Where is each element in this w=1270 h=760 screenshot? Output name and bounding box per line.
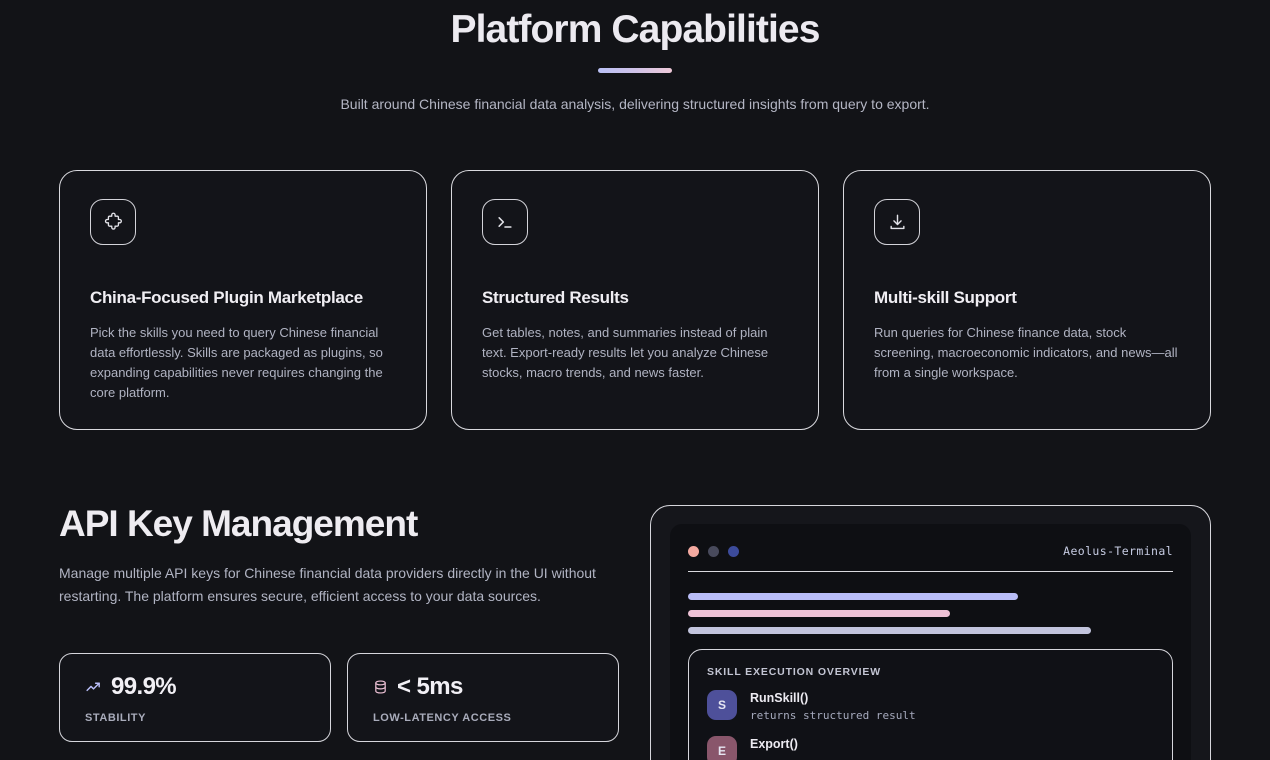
feature-card-title: Multi-skill Support [874, 288, 1017, 307]
skill-execution-panel: SKILL EXECUTION OVERVIEW S RunSkill() re… [688, 649, 1173, 760]
feature-card-title: China-Focused Plugin Marketplace [90, 288, 363, 307]
api-key-management-section: API Key Management Manage multiple API k… [59, 500, 629, 608]
output-bar [688, 593, 1018, 600]
stat-value: 99.9% [111, 673, 177, 700]
terminal-divider [688, 571, 1173, 572]
title-underline-accent [598, 68, 672, 73]
stat-card-stability: 99.9% STABILITY [59, 653, 331, 742]
terminal-title: Aeolus-Terminal [1063, 544, 1173, 558]
skill-function-name: Export() [750, 737, 798, 751]
feature-card-body: Run queries for Chinese finance data, st… [874, 325, 1178, 380]
section-subtitle: Built around Chinese financial data anal… [340, 96, 930, 112]
skill-function-name: RunSkill() [750, 691, 809, 705]
close-dot-icon[interactable] [688, 545, 699, 557]
avatar: S [707, 690, 737, 720]
skill-row-text: RunSkill() returns structured result [750, 690, 916, 724]
stat-card-latency: < 5ms LOW-LATENCY ACCESS [347, 653, 619, 742]
page-title: Platform Capabilities [450, 8, 820, 51]
terminal-titlebar: Aeolus-Terminal [688, 544, 1173, 558]
feature-card-structured-results[interactable]: Structured Results Get tables, notes, an… [451, 170, 819, 430]
terminal-preview-panel: Aeolus-Terminal SKILL EXECUTION OVERVIEW… [650, 505, 1211, 760]
terminal-window: Aeolus-Terminal SKILL EXECUTION OVERVIEW… [670, 524, 1191, 760]
minimize-dot-icon[interactable] [708, 545, 719, 557]
stat-top-row: < 5ms [373, 673, 618, 701]
section-header: Platform Capabilities Built around Chine… [0, 0, 1270, 114]
feature-card-list: China-Focused Plugin Marketplace Pick th… [59, 170, 1211, 430]
download-icon [874, 199, 920, 245]
avatar: E [707, 736, 737, 760]
terminal-output-bars [688, 593, 1173, 634]
stat-label: LOW-LATENCY ACCESS [373, 712, 512, 724]
stat-top-row: 99.9% [85, 673, 330, 701]
feature-card-body: Pick the skills you need to query Chines… [90, 325, 383, 400]
feature-card-plugin-marketplace[interactable]: China-Focused Plugin Marketplace Pick th… [59, 170, 427, 430]
output-bar [688, 610, 950, 617]
stat-value: < 5ms [397, 673, 463, 700]
terminal-prompt-icon [482, 199, 528, 245]
maximize-dot-icon[interactable] [728, 545, 739, 557]
puzzle-piece-icon [90, 199, 136, 245]
feature-card-title: Structured Results [482, 288, 629, 307]
feature-card-multi-skill-support[interactable]: Multi-skill Support Run queries for Chin… [843, 170, 1211, 430]
skill-row-text: Export() [750, 736, 798, 753]
terminal-window-controls [688, 545, 739, 557]
api-section-body: Manage multiple API keys for Chinese fin… [59, 565, 596, 604]
stat-label: STABILITY [85, 712, 146, 724]
api-section-title: API Key Management [59, 503, 418, 544]
stat-card-list: 99.9% STABILITY < 5ms LOW-LATENCY ACCESS [59, 653, 619, 742]
feature-card-body: Get tables, notes, and summaries instead… [482, 325, 769, 380]
skill-row-export[interactable]: E Export() [707, 736, 1154, 760]
database-icon [373, 679, 388, 695]
output-bar [688, 627, 1091, 634]
skill-function-desc: returns structured result [750, 709, 916, 722]
skill-panel-heading: SKILL EXECUTION OVERVIEW [707, 666, 882, 678]
skill-row-runskill[interactable]: S RunSkill() returns structured result [707, 690, 1154, 724]
trending-up-icon [85, 679, 102, 696]
